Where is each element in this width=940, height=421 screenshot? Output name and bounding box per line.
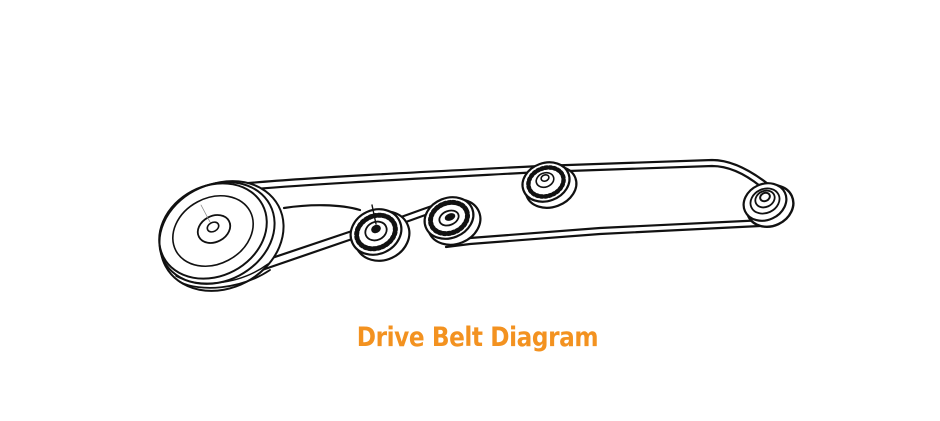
drive-pulley bbox=[158, 180, 285, 292]
caption-text: Drive Belt Diagram bbox=[356, 322, 599, 353]
idler-pulley-1 bbox=[349, 204, 411, 262]
diagram-caption: Drive Belt Diagram bbox=[67, 322, 888, 353]
idler-pulley-3 bbox=[521, 161, 578, 209]
end-pulley bbox=[742, 182, 795, 228]
drive-belt bbox=[198, 158, 770, 292]
idler-pulley-2 bbox=[423, 196, 482, 246]
